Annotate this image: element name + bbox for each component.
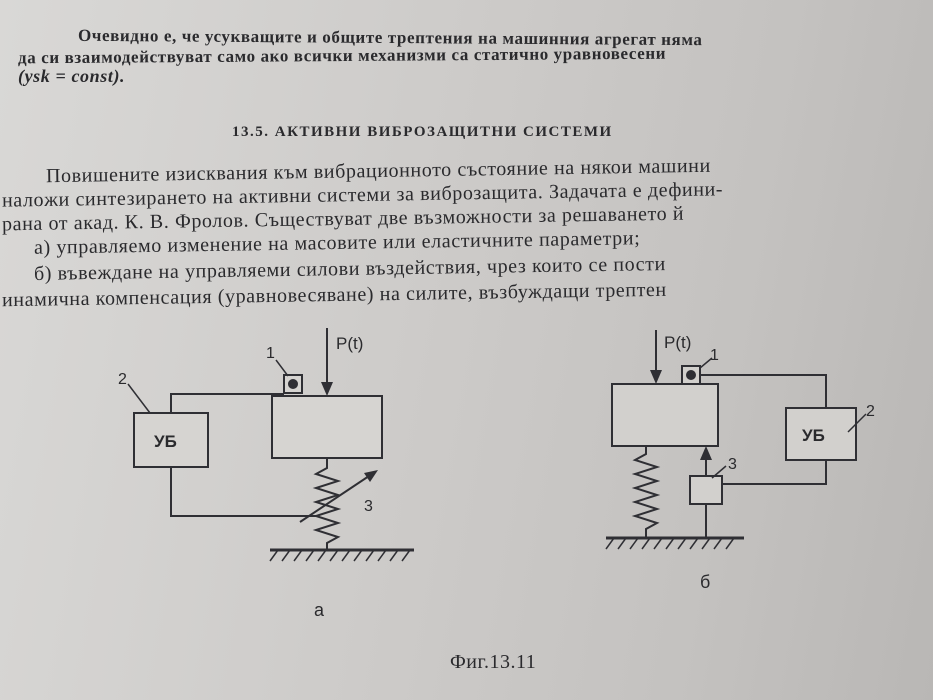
mass-block-a [271, 395, 383, 459]
controller-text-a: УБ [154, 432, 177, 451]
controller-text-b: УБ [802, 426, 825, 445]
sublabel-a: а [314, 600, 325, 620]
spring-a [312, 458, 342, 550]
force-label-a: P(t) [336, 334, 363, 353]
controller-label-a: 2 [118, 371, 127, 388]
spring-b [631, 446, 661, 538]
sensor-label-a: 1 [266, 345, 275, 362]
diagram-b [605, 330, 867, 550]
figure-caption: Фиг.13.11 [450, 651, 537, 673]
spring-label-a: 3 [364, 498, 373, 515]
mass-block-b [611, 383, 719, 447]
controller-box-b [785, 407, 857, 461]
diagram-a [127, 328, 414, 562]
force-label-b: P(t) [664, 333, 691, 352]
controller-label-b: 2 [866, 403, 875, 420]
sensor-label-b: 1 [710, 347, 719, 364]
actuator-b [689, 475, 723, 505]
section-heading: 13.5. АКТИВНИ ВИБРОЗАЩИТНИ СИСТЕМИ [232, 124, 613, 140]
sublabel-b: б [700, 572, 710, 592]
controller-box-a [133, 412, 209, 468]
intro-line-3: (ysk = const). [18, 66, 126, 86]
actuator-label-b: 3 [728, 456, 737, 473]
